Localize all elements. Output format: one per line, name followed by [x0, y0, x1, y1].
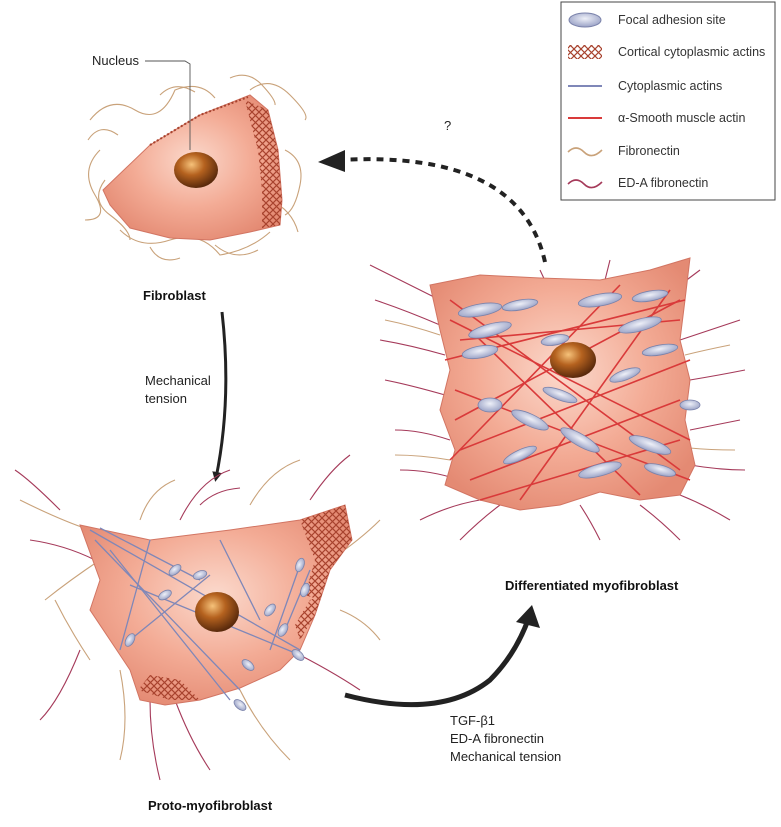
proto-nucleus	[195, 592, 239, 632]
focal-adhesion-icon	[569, 13, 601, 27]
legend-box	[561, 2, 775, 200]
tgf-beta-arrow: TGF-β1 ED-A fibronectin Mechanical tensi…	[345, 605, 561, 764]
cortical-actin-icon	[568, 45, 602, 59]
legend-label-focal-adhesion: Focal adhesion site	[618, 13, 726, 27]
nucleus-label: Nucleus	[92, 53, 139, 68]
question-mark: ?	[444, 118, 451, 133]
legend-label-smooth-muscle-actin: α-Smooth muscle actin	[618, 111, 745, 125]
legend: Focal adhesion site Cortical cytoplasmic…	[561, 2, 775, 200]
mechanical-tension-arrow: Mechanical tension	[145, 312, 226, 478]
fibroblast-nucleus	[174, 152, 218, 188]
differentiated-myofibroblast-label: Differentiated myofibroblast	[505, 578, 679, 593]
differentiated-myofibroblast-cell: Differentiated myofibroblast	[370, 258, 745, 593]
dashed-arrow-curve	[340, 159, 545, 262]
arrow2-line3: Mechanical tension	[450, 749, 561, 764]
proto-myofibroblast-label: Proto-myofibroblast	[148, 798, 273, 813]
arrow2-line1: TGF-β1	[450, 713, 495, 728]
legend-label-ed-a-fibronectin: ED-A fibronectin	[618, 176, 708, 190]
fibroblast-cell: Nucleus Fibroblast	[85, 53, 306, 303]
arrow-curve-up-head	[516, 605, 540, 628]
legend-label-fibronectin: Fibronectin	[618, 144, 680, 158]
legend-label-cytoplasmic-actins: Cytoplasmic actins	[618, 79, 722, 93]
fibroblast-label: Fibroblast	[143, 288, 207, 303]
arrow1-line2: tension	[145, 391, 187, 406]
arrow-down	[216, 312, 226, 478]
reversion-arrow: ?	[318, 118, 545, 262]
arrow2-line2: ED-A fibronectin	[450, 731, 544, 746]
dashed-arrow-head	[318, 150, 345, 172]
proto-myofibroblast-cell: Proto-myofibroblast	[15, 455, 380, 813]
differentiated-nucleus	[550, 342, 596, 378]
arrow1-line1: Mechanical	[145, 373, 211, 388]
arrow-curve-up	[345, 620, 528, 705]
legend-label-cortical-actins: Cortical cytoplasmic actins	[618, 45, 765, 59]
